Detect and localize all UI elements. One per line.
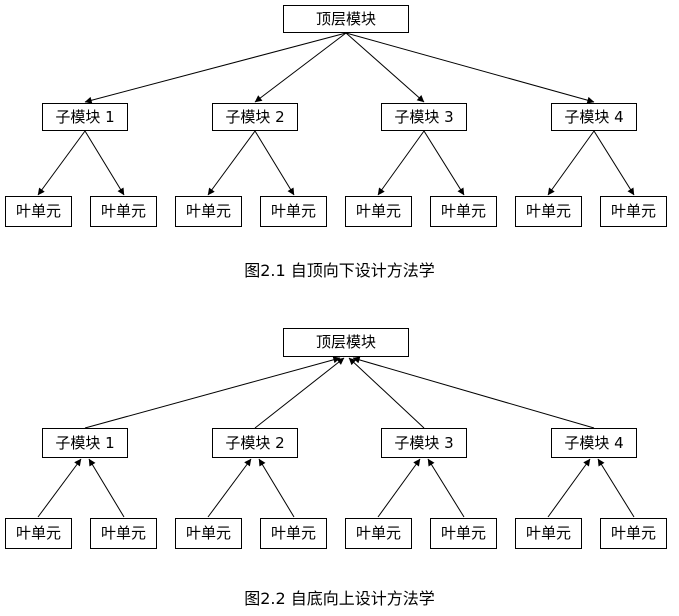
leaf-unit-box: 叶单元 xyxy=(175,518,242,549)
leaf-unit-box: 叶单元 xyxy=(260,196,327,227)
sub-module-2-box: 子模块 2 xyxy=(212,428,298,458)
sub-module-3-box: 子模块 3 xyxy=(381,428,467,458)
sub-module-3-box: 子模块 3 xyxy=(381,103,467,131)
diagram-caption-bottom-up: 图2.2 自底向上设计方法学 xyxy=(244,589,435,608)
leaf-unit-box: 叶单元 xyxy=(430,196,497,227)
sub-module-4-box: 子模块 4 xyxy=(551,428,637,458)
diagram-caption-top-down: 图2.1 自顶向下设计方法学 xyxy=(244,261,435,280)
leaf-unit-box: 叶单元 xyxy=(515,196,582,227)
leaf-unit-box: 叶单元 xyxy=(175,196,242,227)
sub-module-1-box: 子模块 1 xyxy=(42,103,128,131)
leaf-unit-box: 叶单元 xyxy=(345,518,412,549)
leaf-unit-box: 叶单元 xyxy=(90,518,157,549)
sub-module-4-box: 子模块 4 xyxy=(551,103,637,131)
leaf-unit-box: 叶单元 xyxy=(515,518,582,549)
top-module-box: 顶层模块 xyxy=(283,5,409,33)
sub-module-2-box: 子模块 2 xyxy=(212,103,298,131)
leaf-unit-box: 叶单元 xyxy=(5,518,72,549)
leaf-unit-box: 叶单元 xyxy=(5,196,72,227)
leaf-unit-box: 叶单元 xyxy=(345,196,412,227)
leaf-unit-box: 叶单元 xyxy=(430,518,497,549)
top-module-box: 顶层模块 xyxy=(283,328,409,357)
sub-module-1-box: 子模块 1 xyxy=(42,428,128,458)
leaf-unit-box: 叶单元 xyxy=(600,518,667,549)
top-down-connectors xyxy=(37,32,635,196)
leaf-unit-box: 叶单元 xyxy=(600,196,667,227)
bottom-up-connectors xyxy=(37,356,635,518)
leaf-unit-box: 叶单元 xyxy=(260,518,327,549)
leaf-unit-box: 叶单元 xyxy=(90,196,157,227)
